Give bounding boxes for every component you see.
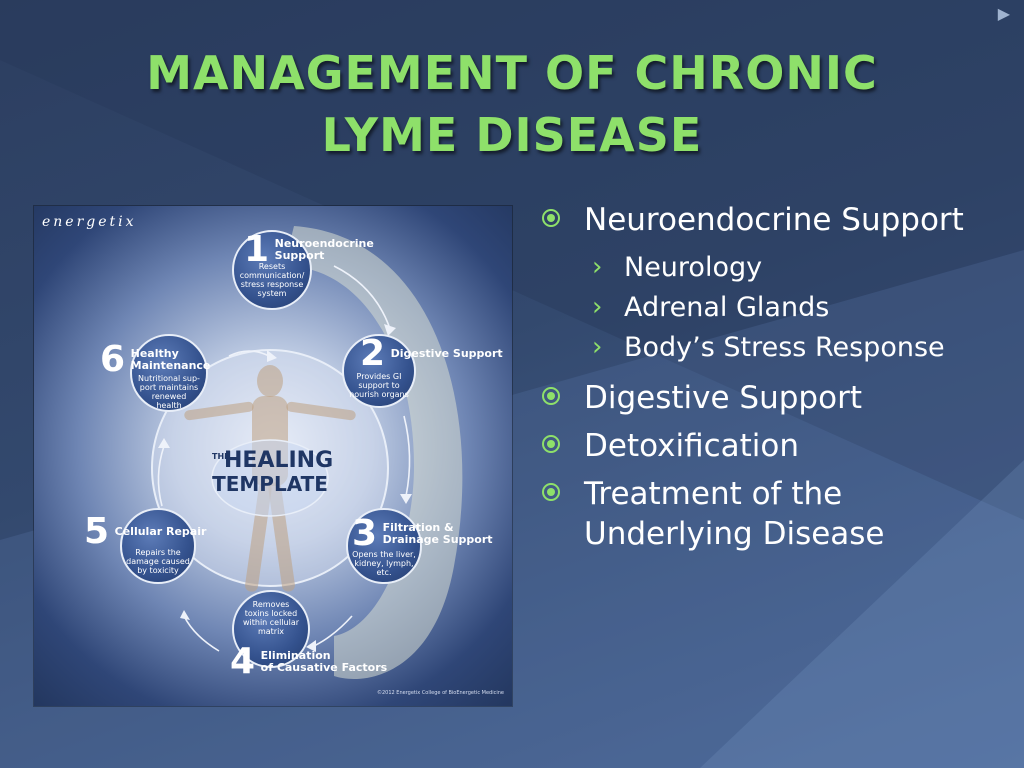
- step-1-desc: Resets communication/ stress response sy…: [239, 262, 305, 298]
- title-line-2: LYME DISEASE: [321, 108, 703, 162]
- arrow-heads: [158, 324, 412, 652]
- cycle-arrows: [157, 265, 411, 652]
- bullet-item: Treatment of the Underlying Disease: [540, 474, 1010, 554]
- circled-dot-icon: [542, 209, 560, 227]
- bullet-item: Detoxification: [540, 426, 1010, 466]
- step-2-desc: Provides GI support to nourish organs: [349, 372, 409, 399]
- step-3-desc: Opens the liver, kidney, lymph, etc.: [352, 550, 416, 577]
- step-3-circle: Opens the liver, kidney, lymph, etc.: [346, 508, 422, 584]
- chevron-right-icon: ›: [592, 252, 603, 282]
- center-ellipse: [211, 439, 329, 517]
- step-5-circle: Repairs the damage caused by toxicity: [120, 508, 196, 584]
- title-line-1: MANAGEMENT OF CHRONIC: [146, 46, 878, 100]
- slide-title: MANAGEMENT OF CHRONIC LYME DISEASE: [60, 42, 964, 166]
- step-3-label: 3 Filtration &Drainage Support: [352, 513, 493, 554]
- step-2-circle: Provides GI support to nourish organs: [342, 334, 416, 408]
- step-5-label: 5 Cellular Repair: [84, 511, 207, 552]
- figure-artwork: [151, 226, 463, 679]
- sub-bullet-list: › Neurology › Adrenal Glands › Body’s St…: [540, 248, 1010, 368]
- chevron-right-icon: ›: [592, 332, 603, 362]
- chevron-right-icon: ›: [592, 292, 603, 322]
- arc-band: [284, 226, 463, 679]
- figure-copyright: ©2012 Energetix College of BioEnergetic …: [376, 690, 504, 696]
- circled-dot-icon: [542, 387, 560, 405]
- sub-bullet-item: › Adrenal Glands: [540, 288, 1010, 328]
- step-5-desc: Repairs the damage caused by toxicity: [126, 548, 190, 575]
- sub-bullet-item: › Neurology: [540, 248, 1010, 288]
- circled-dot-icon: [542, 483, 560, 501]
- sub-bullet-item: › Body’s Stress Response: [540, 328, 1010, 368]
- bullet-list: Neuroendocrine Support › Neurology › Adr…: [540, 200, 1010, 562]
- step-6-desc: Nutritional sup- port maintains renewed …: [138, 374, 200, 410]
- healing-template-label: THE HEALING TEMPLATE: [212, 448, 334, 496]
- step-2-label: 2 Digestive Support: [360, 333, 503, 374]
- bullet-item: Neuroendocrine Support: [540, 200, 1010, 240]
- nav-arrow-icon[interactable]: ▶: [997, 4, 1010, 23]
- step-4-circle: Removes toxins locked within cellular ma…: [232, 590, 310, 668]
- step-6-circle: Nutritional sup- port maintains renewed …: [130, 334, 208, 412]
- step-4-desc: Removes toxins locked within cellular ma…: [242, 600, 300, 636]
- circled-dot-icon: [542, 435, 560, 453]
- brand-logo: energetix: [42, 214, 137, 230]
- healing-template-figure: energetix Resets communication/ stress r…: [34, 206, 512, 706]
- step-1-circle: Resets communication/ stress response sy…: [232, 230, 312, 310]
- bullet-item: Digestive Support: [540, 378, 1010, 418]
